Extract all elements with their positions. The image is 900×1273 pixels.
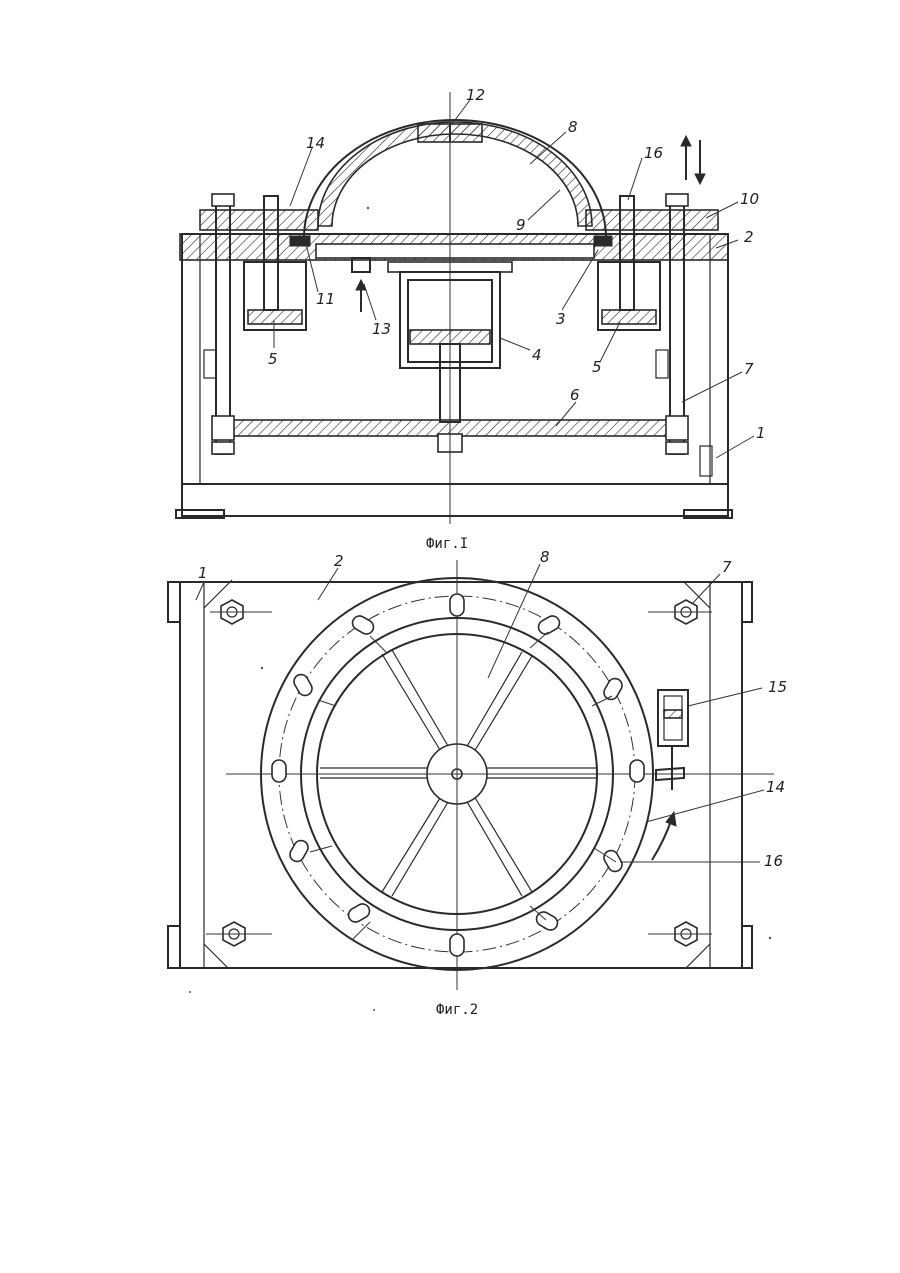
fig1-callout-11: 11 [316, 290, 335, 308]
fig1-callout-4: 4 [532, 346, 542, 364]
flange-left [200, 210, 318, 230]
seal-right [594, 236, 612, 246]
figure-1-section-view: 12 8 9 14 16 10 2 11 3 13 4 5 5 7 6 1 Фи… [176, 86, 766, 552]
clamp-bolt-tl2 [291, 672, 314, 698]
fig1-callout-3: 3 [556, 310, 566, 328]
crossbar-nut-left [212, 416, 234, 440]
fig1-callout-1: 1 [756, 424, 766, 442]
fig1-callout-10: 10 [740, 190, 759, 208]
clamp-bolt-tr2 [601, 676, 624, 702]
clamp-bolt-left [272, 760, 286, 782]
fig2-callout-16: 16 [764, 852, 783, 870]
clamp-bolt-right [630, 760, 644, 782]
fig1-callout-5-right: 5 [592, 358, 602, 376]
fig1-callout-13: 13 [372, 320, 391, 338]
fig1-leaders [274, 100, 754, 458]
fig1-callout-16: 16 [644, 144, 663, 162]
fig1-callout-7: 7 [744, 360, 754, 378]
seal-left [290, 236, 310, 246]
figure-2-plan-view: 1 2 8 7 15 14 16 Фиг.2 [168, 548, 787, 1018]
clamp-bolt-bl2 [346, 901, 372, 924]
fig2-callout-8: 8 [540, 548, 550, 566]
fig2-callout-2: 2 [334, 552, 344, 570]
clamp-bolt-bl1 [287, 838, 310, 864]
fig1-callout-14: 14 [306, 134, 325, 152]
fig2-callout-7: 7 [722, 558, 732, 576]
fig1-callout-6: 6 [570, 386, 580, 404]
nozzle [352, 258, 370, 312]
fig1-caption: Фиг.I [426, 536, 468, 552]
fig1-callout-8: 8 [568, 118, 578, 136]
fig1-callout-5-left: 5 [268, 350, 278, 368]
fig2-callout-14: 14 [766, 778, 785, 796]
table-plate-center [316, 244, 594, 258]
clamp-bolt-bottom [450, 934, 464, 956]
fig2-callout-15: 15 [768, 678, 787, 696]
rotary-actuator [656, 690, 688, 790]
crossbar-nut-right [666, 416, 688, 440]
clamp-bolt-tl1 [350, 613, 376, 636]
motion-arrows [681, 136, 705, 184]
frame-base [176, 234, 732, 518]
clamp-bolt-br1 [601, 848, 624, 874]
fig2-callout-1: 1 [198, 564, 208, 582]
fig1-callout-9: 9 [516, 216, 526, 234]
fig1-callout-2: 2 [744, 228, 754, 246]
dome [304, 120, 606, 238]
fig2-caption: Фиг.2 [436, 1002, 478, 1018]
clamp-bolt-top [450, 594, 464, 616]
fig1-callout-12: 12 [466, 86, 485, 104]
